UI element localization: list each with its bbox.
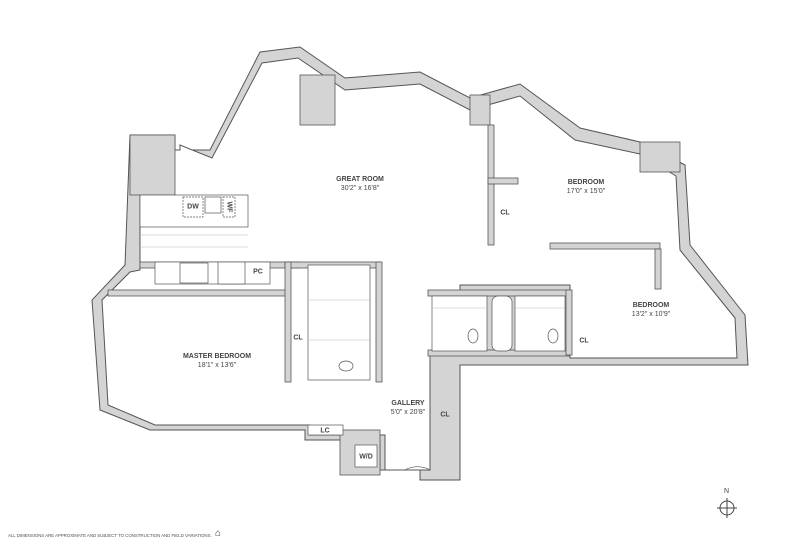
label-closet: CL [579, 337, 589, 345]
label-pc: PC [253, 268, 263, 276]
wall [654, 248, 662, 290]
label-lc: LC [320, 427, 330, 435]
bathtub [491, 295, 513, 352]
label-closet: CL [500, 209, 510, 217]
label-wf: WF [225, 201, 233, 213]
wall [487, 124, 495, 246]
equal-housing-icon: ⌂ [215, 528, 222, 539]
toilet [547, 328, 559, 344]
cooktop [179, 262, 209, 284]
wall [107, 289, 289, 297]
dishwasher [182, 196, 204, 218]
wall [284, 261, 292, 383]
north-compass: N [716, 488, 738, 525]
washer-dryer [354, 444, 378, 468]
toilet [338, 360, 354, 372]
entry-door-swing [404, 466, 431, 471]
oven [217, 261, 246, 285]
wall [565, 289, 573, 356]
bath-1 [431, 295, 488, 352]
column [299, 74, 336, 126]
toilet [467, 328, 479, 344]
north-label: N [724, 488, 730, 495]
column [469, 94, 491, 126]
wall [427, 289, 569, 297]
column [129, 134, 176, 196]
wall [549, 242, 661, 250]
label-dw: DW [187, 203, 199, 211]
wall [487, 177, 519, 185]
label-closet: CL [440, 411, 450, 419]
sink [204, 196, 222, 214]
linen-closet [307, 424, 344, 436]
wall [375, 261, 383, 383]
bath-2 [514, 295, 566, 352]
label-closet: CL [293, 334, 303, 342]
master-bath [307, 264, 371, 381]
disclaimer: ALL DIMENSIONS ARE APPROXIMATE AND SUBJE… [8, 533, 212, 538]
label-wd: W/D [359, 453, 373, 461]
column [639, 141, 681, 173]
wine-fridge [222, 196, 236, 218]
